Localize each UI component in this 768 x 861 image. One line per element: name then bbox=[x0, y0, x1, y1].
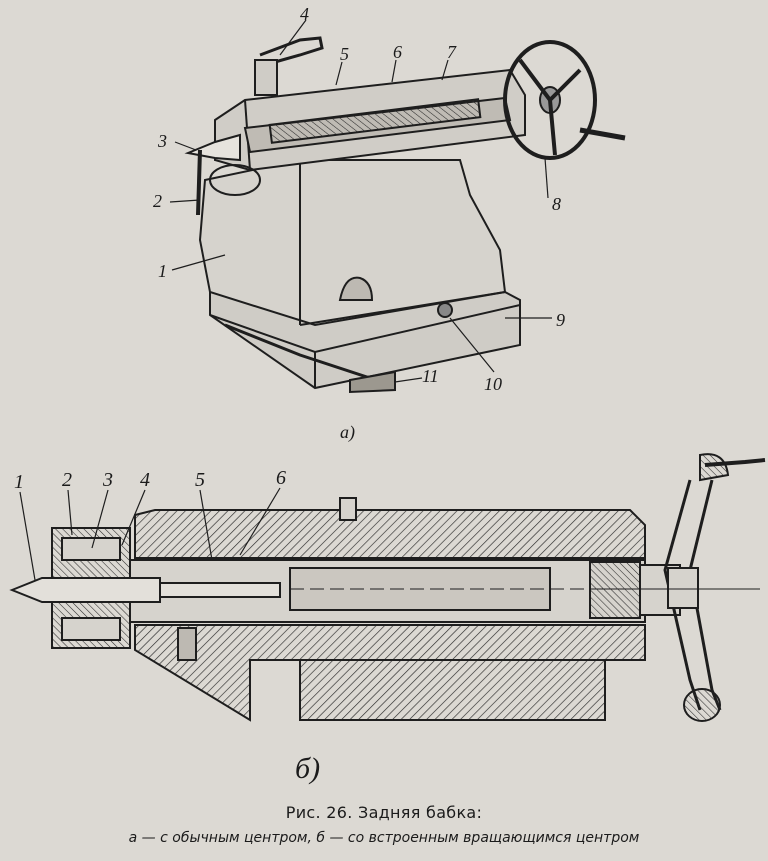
callout-a-4: 4 bbox=[300, 4, 309, 24]
callout-a-2: 2 bbox=[153, 191, 162, 211]
callout-b-4: 4 bbox=[140, 469, 150, 491]
figure-caption-title: Рис. 26. Задняя бабка: bbox=[285, 803, 483, 822]
figure-a-label: а) bbox=[340, 422, 355, 442]
callout-a-7: 7 bbox=[447, 42, 456, 62]
figure-b-label: б) bbox=[295, 752, 321, 785]
callout-a-6: 6 bbox=[393, 42, 402, 62]
callout-b-1: 1 bbox=[14, 471, 24, 493]
figure-caption-subtitle: а — с обычным центром, б — со встроенным… bbox=[128, 830, 640, 846]
callout-b-2: 2 bbox=[62, 469, 72, 491]
callout-a-8: 8 bbox=[552, 194, 561, 214]
tailstock-section-drawing bbox=[9, 453, 766, 722]
callout-a-9: 9 bbox=[556, 310, 565, 330]
callout-b-5: 5 bbox=[195, 469, 205, 491]
callout-a-5: 5 bbox=[340, 44, 349, 64]
callout-a-1: 1 bbox=[158, 261, 167, 281]
callout-leaders-a bbox=[169, 19, 552, 383]
callout-b-3: 3 bbox=[103, 469, 113, 491]
tailstock-perspective-drawing bbox=[184, 36, 626, 394]
callout-b-6: 6 bbox=[276, 467, 286, 489]
callout-a-3: 3 bbox=[158, 131, 167, 151]
callout-a-10: 10 bbox=[484, 374, 502, 394]
callout-a-11: 11 bbox=[422, 366, 439, 386]
callout-leaders-b bbox=[19, 487, 281, 581]
